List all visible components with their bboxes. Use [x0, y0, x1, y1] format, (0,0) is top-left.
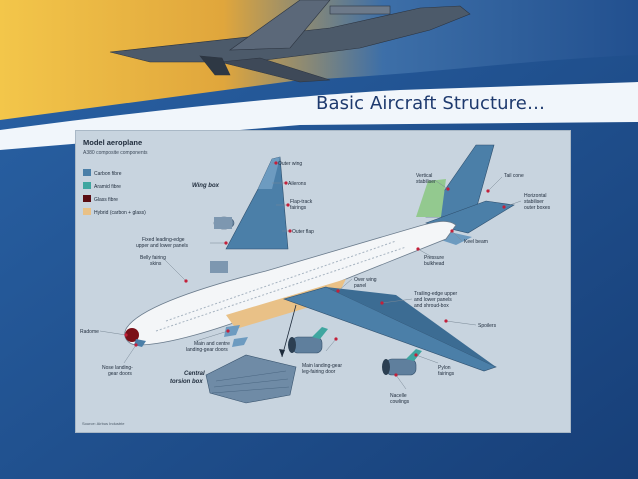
label-main-lg-1: Main landing-gear	[302, 363, 342, 369]
lower-engines	[288, 336, 417, 376]
label-nacelle-1: Nacelle	[390, 393, 407, 399]
label-fixed-le-2: upper and lower panels	[136, 243, 188, 249]
legend-label: Aramid fibre	[94, 184, 121, 190]
main-gear-door	[224, 325, 240, 337]
aircraft-diagram: Model aeroplane A380 composite component…	[75, 130, 571, 433]
label-horizontal-2: stabiliser	[524, 199, 544, 205]
legend-swatch-aramid	[83, 182, 91, 189]
label-nose-gear-1: Nose landing-	[102, 365, 133, 371]
label-main-gear-1: Main and centre	[194, 341, 230, 347]
label-keel-beam: Keel beam	[464, 239, 488, 245]
legend-label: Hybrid (carbon + glass)	[94, 210, 146, 216]
legend: Carbon fibre Aramid fibre Glass fibre Hy…	[83, 169, 146, 216]
label-trailing-2: and lower panels	[414, 297, 452, 303]
label-ailerons: Ailerons	[288, 181, 307, 187]
label-flap-track-2: fairings	[290, 205, 307, 211]
aircraft-illustration: Model aeroplane A380 composite component…	[80, 138, 551, 426]
label-spoilers: Spoilers	[478, 323, 497, 329]
pylon-fairing-outer	[406, 349, 422, 361]
label-over-wing-2: panel	[354, 283, 366, 289]
label-central: Central	[184, 371, 205, 377]
label-belly-2: skins	[150, 261, 162, 267]
label-horizontal-3: outer boxes	[524, 205, 551, 211]
central-torsion-box	[205, 354, 297, 404]
label-wing-box: Wing box	[192, 183, 220, 189]
label-horizontal-1: Horizontal	[524, 193, 547, 199]
upper-wing	[225, 156, 289, 250]
callout-dots	[124, 161, 506, 377]
fighter-jet-image	[109, 0, 471, 83]
label-flap-track-1: Flap-track	[290, 199, 313, 205]
upper-engine-inner	[210, 261, 228, 273]
label-main-lg-2: leg-fairing door	[302, 369, 336, 375]
source-note: Source: Airbus Industrie	[82, 421, 125, 426]
label-trailing-1: Trailing-edge upper	[414, 291, 458, 297]
label-pylon-1: Pylon	[438, 365, 451, 371]
legend-swatch-carbon	[83, 169, 91, 176]
label-pressure-1: Pressure	[424, 255, 444, 261]
centre-gear-door	[232, 337, 248, 347]
label-pylon-2: fairings	[438, 371, 455, 377]
torsion-box-ribs	[211, 370, 290, 394]
leader-lines	[99, 162, 522, 390]
label-tail-cone: Tail cone	[504, 173, 524, 179]
legend-swatch-hybrid	[83, 208, 91, 215]
legend-swatch-glass	[83, 195, 91, 202]
torsion-box-arrow	[281, 304, 297, 358]
pylon-fairing-inner	[312, 327, 328, 339]
diagram-subtitle: A380 composite components	[83, 150, 148, 156]
radome	[125, 328, 139, 342]
arrow-head	[279, 349, 285, 357]
outer-wing-tip	[258, 157, 280, 189]
photo-band	[0, 0, 638, 120]
legend-label: Carbon fibre	[94, 171, 122, 177]
label-pressure-2: bulkhead	[424, 261, 445, 267]
label-vertical-1: Vertical	[416, 173, 432, 179]
label-over-wing-1: Over wing	[354, 277, 377, 283]
label-nose-gear-2: gear doors	[108, 371, 132, 377]
aircraft	[124, 144, 515, 404]
label-outer-wing: Outer wing	[278, 161, 302, 167]
upper-deck-windows	[165, 240, 397, 322]
label-fixed-le-1: Fixed leading-edge	[142, 237, 185, 243]
label-belly-1: Belly fairing	[140, 255, 166, 261]
label-radome: Radome	[80, 329, 99, 335]
label-trailing-3: and shroud-box	[414, 303, 449, 309]
diagram-title: Model aeroplane	[83, 138, 142, 147]
upper-engine-nacelle	[214, 217, 232, 229]
vertical-stabiliser-root	[416, 179, 446, 217]
label-vertical-2: stabiliser	[416, 179, 436, 185]
slide-title: Basic Aircraft Structure…	[316, 93, 546, 114]
lower-wing-trailing-edge	[326, 287, 496, 367]
label-outer-flap: Outer flap	[292, 229, 314, 235]
label-main-gear-2: landing-gear doors	[186, 347, 228, 353]
label-nacelle-2: cowlings	[390, 399, 410, 405]
label-torsion-box: torsion box	[170, 379, 203, 385]
legend-label: Glass fibre	[94, 197, 118, 203]
